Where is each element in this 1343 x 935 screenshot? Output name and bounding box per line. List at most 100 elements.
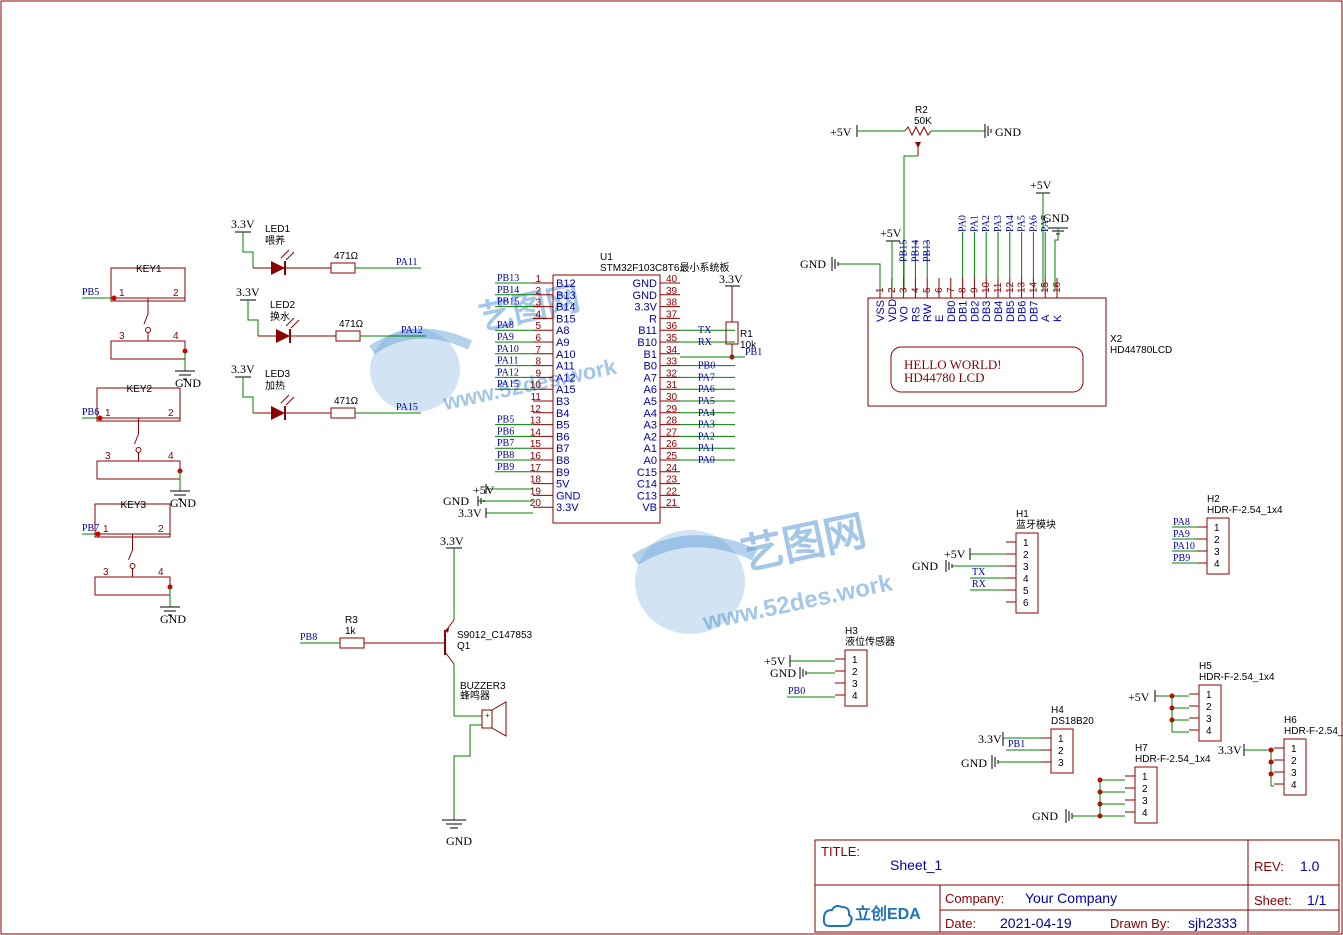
q1-ref: Q1 <box>457 641 471 652</box>
mcu-pin-net: PA15 <box>497 379 519 390</box>
lcd-x2[interactable]: HELLO WORLD! HD44780 LCD X2 HD44780LCD 1… <box>800 178 1172 407</box>
mcu-name: STM32F103C8T6最小系统板 <box>600 261 729 274</box>
header-pin-num: 3 <box>1142 796 1148 807</box>
watermark-top: 艺图网 www.52des.work <box>369 279 619 415</box>
pin-num: 3 <box>103 567 109 578</box>
mcu-pin-name: C15 <box>637 467 657 479</box>
junction <box>95 531 101 537</box>
h1-gnd: GND <box>912 559 938 573</box>
mcu-pin-num: 2 <box>535 286 541 297</box>
led-name: 换水 <box>270 310 290 323</box>
buzzer-ref: BUZZER3 <box>460 681 506 692</box>
header-ref: H7 <box>1135 743 1148 754</box>
header-pin-num: 2 <box>1023 550 1029 561</box>
led-diode-icon <box>276 329 290 343</box>
mcu-pin-name: C13 <box>637 490 657 502</box>
header-ref: H3 <box>845 626 858 637</box>
switch-net: PB7 <box>82 523 99 534</box>
header-pin-num: 1 <box>1142 772 1148 783</box>
resistor-r1[interactable]: 3.3V R1 10k PB1 <box>680 272 762 360</box>
pin-num: 4 <box>158 567 164 578</box>
lcd-pin-net: PB13 <box>922 240 933 262</box>
mcu-pin-name: B8 <box>556 455 569 467</box>
mcu-gnd-label: GND <box>443 494 469 508</box>
mcu-pin-num: 8 <box>535 357 541 368</box>
watermark-center: 艺图网 www.52des.work <box>631 507 895 636</box>
buzzer-circuit[interactable]: 3.3V PB8 R3 1k S9012_C147853 Q1 BUZZER3 … <box>300 534 533 848</box>
company-value: Your Company <box>1025 890 1117 906</box>
header-pin-num: 2 <box>1214 535 1220 546</box>
switch-gnd: GND <box>160 612 186 626</box>
mcu-pin-num: 26 <box>666 439 678 450</box>
lcd-name: HD44780LCD <box>1110 345 1172 356</box>
header-pin-num: 2 <box>852 667 858 678</box>
lcd-pin-net: PB15 <box>899 240 910 262</box>
wire <box>290 319 300 329</box>
mcu-pin-num: 24 <box>666 463 678 474</box>
header-body <box>844 649 868 707</box>
header-body <box>1283 738 1307 796</box>
lcd-pin-num: 11 <box>993 282 1004 293</box>
header-name: DS18B20 <box>1051 716 1094 727</box>
header-pin-num: 3 <box>1206 714 1212 725</box>
mcu-body <box>552 274 661 524</box>
mcu-pin-name: B3 <box>556 396 569 408</box>
date-value: 2021-04-19 <box>1000 915 1072 931</box>
lcd-pin-name: DB5 <box>1005 301 1017 322</box>
r2-value: 50K <box>914 116 932 127</box>
lcd-k-supply: +5V <box>1030 178 1052 192</box>
led-supply: 3.3V <box>231 362 255 376</box>
lcd-pin-net: PA7 <box>1040 215 1051 232</box>
header-pin-num: 2 <box>1142 784 1148 795</box>
mcu-pin-name: A5 <box>644 396 657 408</box>
mcu-pin-net: PB15 <box>497 297 519 308</box>
mcu-5v-label: +5V <box>473 483 495 497</box>
lcd-pin-name: VSS <box>875 300 887 322</box>
buzzer-speaker-icon: + <box>481 701 507 737</box>
header-pin-num: 3 <box>1023 562 1029 573</box>
lcd-screen <box>890 346 1084 393</box>
mcu-ref: U1 <box>600 252 613 263</box>
header-pin-num: 3 <box>1058 758 1064 769</box>
lcd-line1: HELLO WORLD! <box>904 357 1002 372</box>
lceda-logo: 立创EDA <box>822 904 921 927</box>
lcd-pin-num: 16 <box>1052 281 1063 293</box>
r1-supply: 3.3V <box>719 272 743 286</box>
h5-supply: +5V <box>1128 690 1150 704</box>
company-label: Company: <box>945 891 1004 906</box>
lcd-pin-net: PA3 <box>993 215 1004 232</box>
pin-num: 2 <box>168 408 174 419</box>
r1-value: 10k <box>740 340 757 351</box>
led-ref: LED3 <box>265 369 290 380</box>
lcd-pin-num: 12 <box>1005 281 1016 293</box>
mcu-pin-net: PA9 <box>497 332 514 343</box>
mcu-pin-name: A9 <box>556 337 569 349</box>
h4-gnd: GND <box>961 756 987 770</box>
mcu-pin-num: 30 <box>666 392 678 403</box>
mcu-pin-num: 36 <box>666 321 678 332</box>
header-ref: H6 <box>1284 715 1297 726</box>
watermark-cn: 艺图网 <box>737 507 870 579</box>
led-name: 加热 <box>265 379 285 392</box>
wire <box>134 433 139 445</box>
mcu-pin-name: 5V <box>556 479 570 491</box>
mcu-pin-num: 15 <box>530 439 542 450</box>
switch-ref: KEY3 <box>121 500 147 511</box>
lcd-pin-name: DB1 <box>958 301 970 322</box>
